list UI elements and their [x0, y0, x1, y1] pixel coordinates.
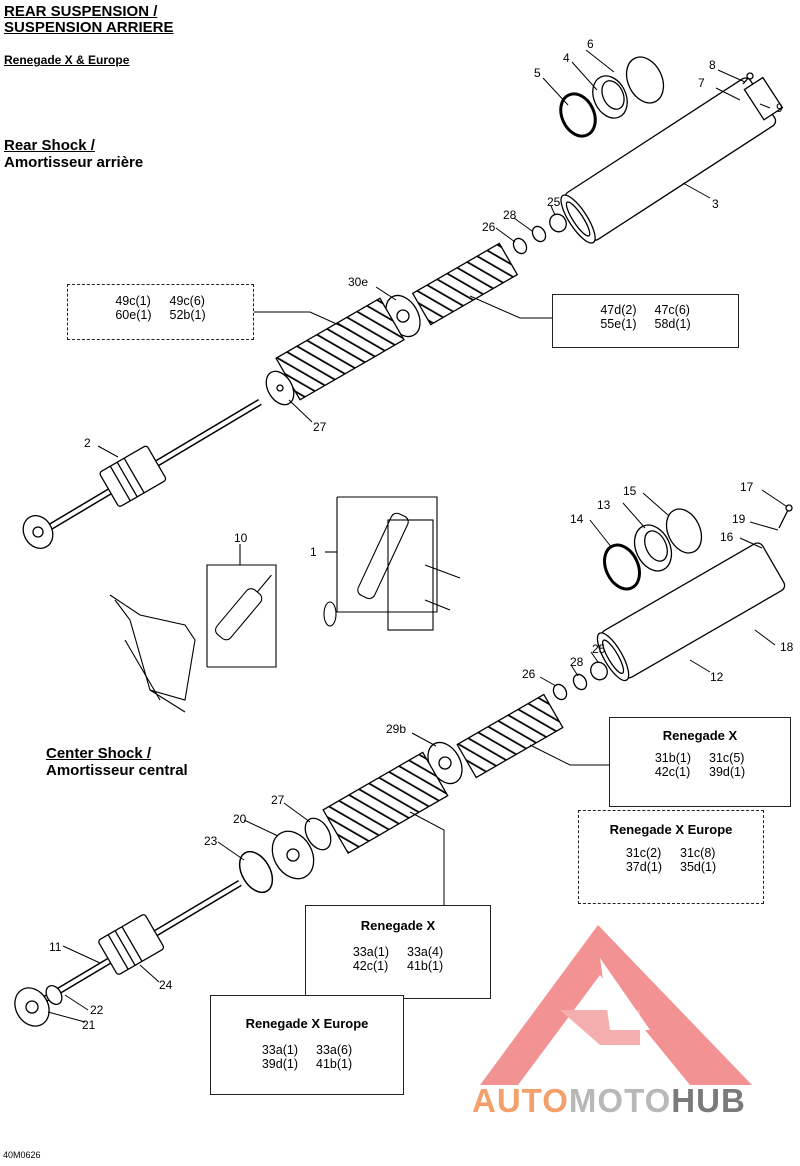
callout-4: 4: [563, 51, 570, 65]
code: 33a(1): [261, 1043, 298, 1057]
page-title: REAR SUSPENSION / SUSPENSION ARRIERE: [4, 4, 173, 36]
center-shock-heading-line-2: Amortisseur central: [46, 762, 188, 779]
code: 52b(1): [169, 308, 206, 322]
callout-23: 23: [204, 834, 218, 848]
callout-24: 24: [159, 978, 173, 992]
watermark-text: AUTOMOTOHUB: [472, 1082, 746, 1120]
callout-8: 8: [709, 58, 716, 72]
callout-5: 5: [534, 66, 541, 80]
callout-1: 1: [310, 545, 317, 559]
rear-shock-assembly: [22, 56, 784, 549]
watermark-part-1: AUTO: [472, 1082, 569, 1119]
callout-2: 2: [84, 436, 91, 450]
callout-17: 17: [740, 480, 754, 494]
code: 41b(1): [316, 1057, 353, 1071]
callout-10: 10: [234, 531, 248, 545]
code: 39d(1): [261, 1057, 298, 1071]
callout-6: 6: [587, 37, 594, 51]
rear-shock-heading-line-1: Rear Shock /: [4, 137, 95, 154]
callout-7: 7: [698, 76, 705, 90]
code: 35d(1): [680, 860, 717, 874]
callout-29b: 29b: [386, 722, 407, 736]
callout-25-rear: 25: [547, 195, 561, 209]
center-shock-heading-line-1: Center Shock /: [46, 745, 152, 762]
rear-leader-lines: [97, 49, 771, 458]
page-subtitle: Renegade X & Europe: [4, 53, 130, 67]
rear-shock-heading-line-2: Amortisseur arrière: [4, 154, 144, 171]
code: 49c(6): [169, 294, 205, 308]
watermark-part-2: MOTO: [568, 1082, 672, 1119]
callout-27-center: 27: [271, 793, 285, 807]
locator-views: [109, 496, 461, 713]
title-line-2: SUSPENSION ARRIERE: [4, 19, 174, 36]
callout-20: 20: [233, 812, 247, 826]
box-heading: Renegade X: [662, 728, 738, 743]
code: 31b(1): [654, 751, 691, 765]
callout-15: 15: [623, 484, 637, 498]
rear-spring-codes-box: 49c(1) 49c(6) 60e(1) 52b(1): [67, 284, 254, 340]
callout-26-center: 26: [522, 667, 536, 681]
code: 55e(1): [600, 317, 637, 331]
code: 42c(1): [352, 959, 389, 973]
code: 33a(6): [316, 1043, 353, 1057]
code: 42c(1): [654, 765, 691, 779]
center-lower-renegade-x-europe-box: Renegade X Europe 33a(1) 33a(6) 39d(1) 4…: [210, 995, 404, 1095]
callout-16: 16: [720, 530, 734, 544]
document-id: 40M0626: [3, 1150, 41, 1160]
title-line-1: REAR SUSPENSION /: [4, 3, 158, 20]
code: 60e(1): [115, 308, 152, 322]
callout-13: 13: [597, 498, 611, 512]
box-heading: Renegade X: [360, 918, 436, 933]
code: 39d(1): [709, 765, 746, 779]
watermark-logo: [480, 925, 752, 1085]
code: 33a(4): [407, 945, 444, 959]
callout-25-center: 25: [592, 642, 606, 656]
center-leader-lines: [47, 489, 787, 1023]
callout-11: 11: [49, 940, 62, 954]
code: 58d(1): [654, 317, 691, 331]
box-heading: Renegade X Europe: [245, 1016, 369, 1031]
callout-28-center: 28: [570, 655, 584, 669]
center-lower-renegade-x-box: Renegade X 33a(1) 33a(4) 42c(1) 41b(1): [305, 905, 491, 999]
code: 47d(2): [600, 303, 637, 317]
code: 31c(2): [625, 846, 662, 860]
callout-21: 21: [82, 1018, 96, 1032]
callout-18: 18: [780, 640, 794, 654]
callout-27-rear: 27: [313, 420, 327, 434]
callout-26-rear: 26: [482, 220, 496, 234]
code: 31c(5): [709, 751, 745, 765]
callout-22: 22: [90, 1003, 104, 1017]
callout-12: 12: [710, 670, 724, 684]
center-upper-renegade-x-europe-box: Renegade X Europe 31c(2) 31c(8) 37d(1) 3…: [578, 810, 764, 904]
callout-30e: 30e: [348, 275, 369, 289]
watermark-part-3: HUB: [671, 1082, 746, 1119]
rear-shock-heading: Rear Shock / Amortisseur arrière: [4, 137, 143, 171]
center-shock-heading: Center Shock / Amortisseur central: [46, 745, 188, 779]
box-heading: Renegade X Europe: [609, 822, 733, 837]
center-shock-assembly: [14, 504, 793, 1027]
code: 37d(1): [625, 860, 662, 874]
center-upper-renegade-x-box: Renegade X 31b(1) 31c(5) 42c(1) 39d(1): [609, 717, 791, 807]
rear-upper-spring-codes-box: 47d(2) 47c(6) 55e(1) 58d(1): [552, 294, 739, 348]
callout-19: 19: [732, 512, 746, 526]
code: 33a(1): [352, 945, 389, 959]
code: 49c(1): [115, 294, 151, 308]
code: 41b(1): [407, 959, 444, 973]
callout-14: 14: [570, 512, 584, 526]
callout-28-rear: 28: [503, 208, 517, 222]
callout-3: 3: [712, 197, 719, 211]
callout-9: 9: [776, 101, 783, 115]
code: 47c(6): [654, 303, 690, 317]
code: 31c(8): [680, 846, 716, 860]
